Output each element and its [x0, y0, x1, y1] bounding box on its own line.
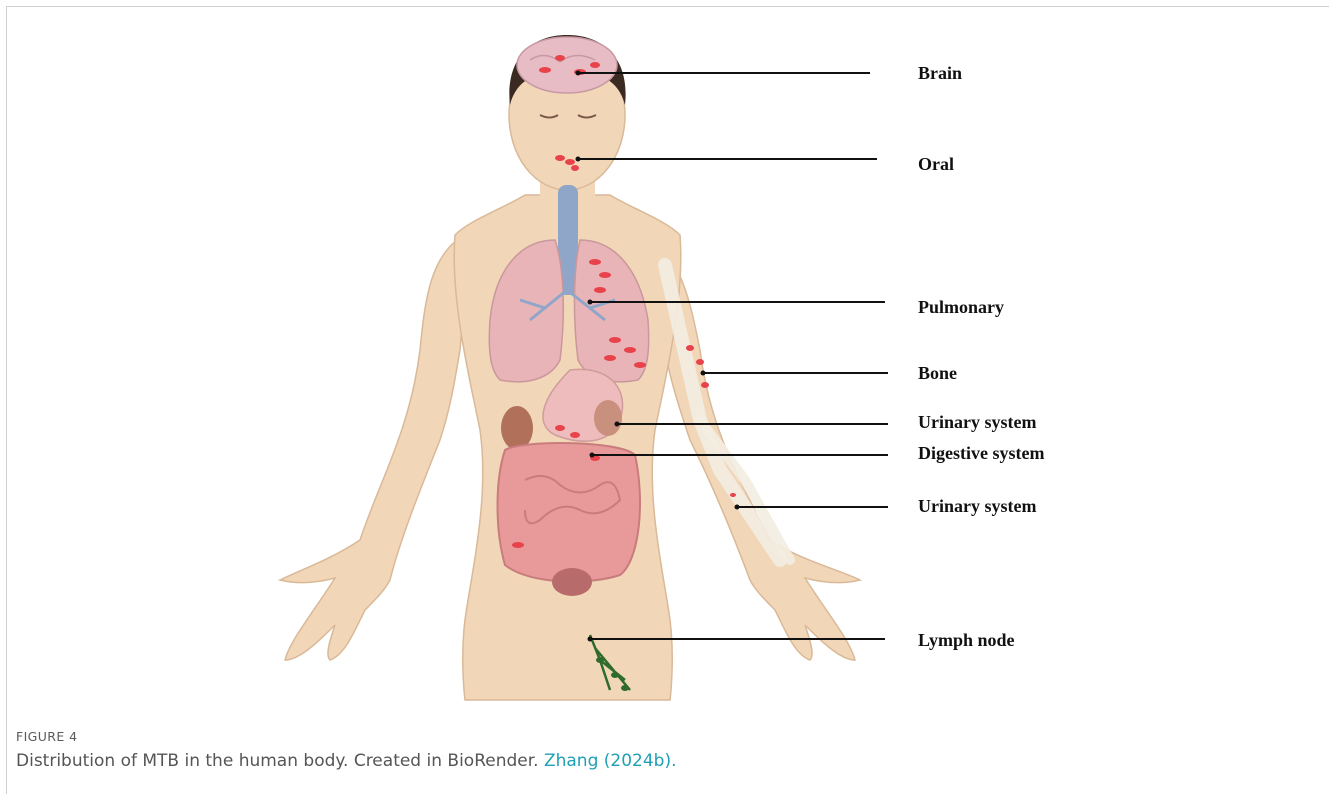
label-oral: Oral: [918, 154, 954, 174]
citation-link[interactable]: Zhang (2024b).: [544, 751, 677, 771]
label-urinary-system-1: Urinary system: [918, 412, 1036, 432]
label-lymph-node: Lymph node: [918, 630, 1015, 650]
label-urinary-system-2: Urinary system: [918, 496, 1036, 516]
label-bone: Bone: [918, 363, 957, 383]
caption-body: Distribution of MTB in the human body. C…: [16, 751, 544, 771]
body-silhouette: [280, 35, 860, 700]
figure-number: FIGURE 4: [16, 729, 77, 744]
label-pulmonary: Pulmonary: [918, 297, 1004, 317]
brain-organ: [517, 37, 617, 93]
human-body-figure: Brain Oral Pulmonary Bone Urinary system…: [0, 0, 1329, 720]
label-digestive-system: Digestive system: [918, 443, 1044, 463]
figure-caption: Distribution of MTB in the human body. C…: [16, 751, 677, 771]
label-brain: Brain: [918, 63, 962, 83]
